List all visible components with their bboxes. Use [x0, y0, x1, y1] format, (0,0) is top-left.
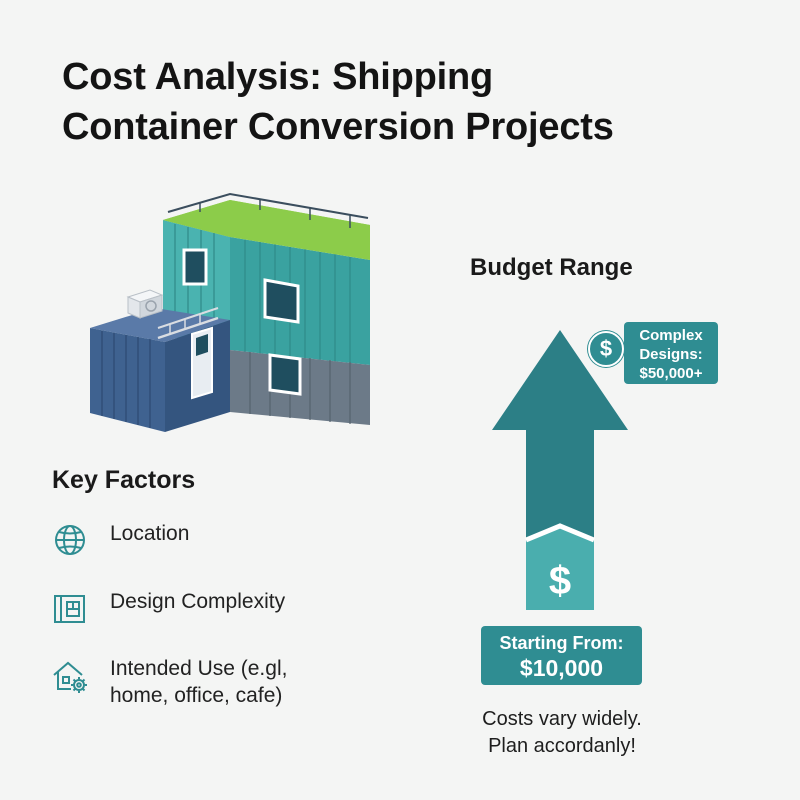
budget-note: Costs vary widely. Plan accordanly! — [452, 706, 672, 760]
stacked-shipping-containers-illustration — [90, 192, 370, 432]
note-line-2: Plan accordanly! — [488, 735, 636, 757]
complex-line-1: Complex — [639, 327, 703, 344]
budget-range-heading: Budget Range — [470, 254, 633, 281]
factor-intended-use: Intended Use (e.gl, home, office, cafe) — [50, 655, 287, 709]
arrow-base — [526, 526, 594, 610]
complex-line-2: Designs: — [639, 346, 703, 363]
green-roof-top — [163, 200, 370, 260]
upper-left-window — [182, 248, 208, 286]
page-title: Cost Analysis: Shipping Container Conver… — [62, 52, 762, 152]
starting-from-label: Starting From: — [499, 633, 624, 653]
blueprint-icon — [54, 595, 85, 623]
key-factors-heading: Key Factors — [52, 466, 196, 494]
navy-railing — [157, 316, 219, 340]
title-line-2: Container Conversion Projects — [62, 106, 614, 148]
factor-design-complexity-label: Design Complexity — [110, 590, 286, 613]
globe-icon — [55, 525, 85, 555]
navy-container-front — [90, 328, 165, 432]
upper-right-window — [263, 278, 300, 324]
budget-arrow: $ — [492, 330, 628, 610]
lower-right-window — [268, 353, 302, 396]
dollar-icon: $ — [588, 331, 624, 367]
arrow-chevron — [525, 523, 595, 543]
factor-location-label: Location — [110, 522, 190, 545]
factor-intended-use-label: Intended Use (e.gl, home, office, cafe) — [110, 657, 288, 707]
starting-from-badge: Starting From: $10,000 — [481, 626, 642, 685]
title-line-1: Cost Analysis: Shipping — [62, 56, 494, 98]
starting-from-value: $10,000 — [519, 655, 604, 681]
roof-railing — [167, 192, 369, 219]
arrow-dollar-icon: $ — [549, 559, 571, 603]
factor-design-complexity: Design Complexity — [50, 588, 285, 628]
note-line-1: Costs vary widely. — [482, 708, 642, 730]
house-gear-icon — [53, 661, 87, 693]
complex-designs-badge: Complex Designs: $50,000+ — [624, 322, 718, 384]
complex-line-3: $50,000+ — [639, 365, 703, 382]
factor-location: Location — [50, 520, 189, 560]
